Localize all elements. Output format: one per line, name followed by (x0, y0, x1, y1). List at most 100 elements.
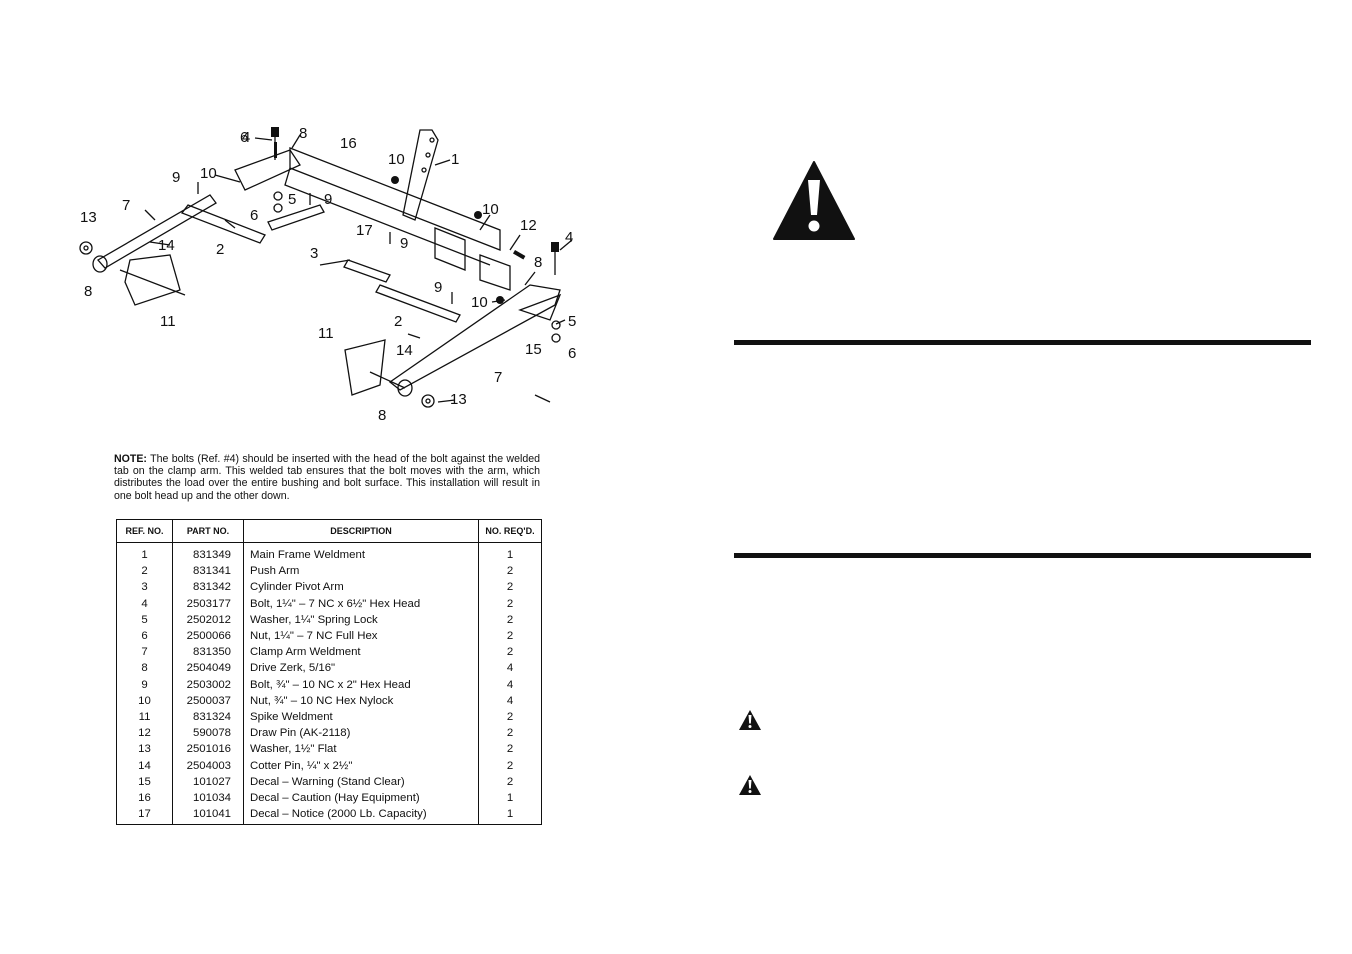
callout-label: 7 (122, 197, 130, 214)
cell-description: Draw Pin (AK-2118) (243, 725, 479, 742)
callout-label: 10 (471, 294, 488, 311)
cell-part-no: 2500066 (172, 627, 244, 645)
bolt-head-icon (551, 242, 559, 252)
cell-description: Bolt, 1¼" – 7 NC x 6½" Hex Head (243, 595, 479, 612)
cell-ref: 13 (116, 741, 173, 758)
cell-part-no: 2503002 (172, 676, 244, 693)
cell-ref: 6 (116, 627, 173, 645)
cell-description: Washer, 1¼" Spring Lock (243, 611, 479, 628)
cell-description: Main Frame Weldment (243, 542, 479, 564)
cell-qty: 4 (478, 676, 542, 693)
cell-description: Cylinder Pivot Arm (243, 579, 479, 596)
hardware-parts (271, 127, 559, 304)
callout-label: 4 (565, 229, 573, 246)
cell-qty: 1 (478, 789, 542, 806)
callout-label: 11 (318, 325, 334, 342)
callout-label: 14 (158, 237, 175, 254)
callout-label: 8 (84, 283, 92, 300)
cell-part-no: 831350 (172, 644, 244, 661)
callout-label: 9 (324, 191, 332, 208)
callout-label: 14 (396, 342, 413, 359)
cell-qty: 2 (478, 741, 542, 758)
note-label: NOTE: (114, 453, 147, 465)
cell-ref: 17 (116, 806, 173, 826)
cell-ref: 16 (116, 789, 173, 806)
cell-ref: 11 (116, 708, 173, 726)
cell-qty: 1 (478, 806, 542, 826)
callout-label: 9 (434, 279, 442, 296)
cell-part-no: 2502012 (172, 611, 244, 628)
cell-ref: 12 (116, 725, 173, 742)
callout-label: 11 (160, 313, 176, 330)
cell-part-no: 101034 (172, 789, 244, 806)
callout-label: 16 (340, 135, 357, 152)
warning-triangle-icon (739, 775, 761, 795)
cell-qty: 2 (478, 563, 542, 580)
cell-qty: 2 (478, 611, 542, 628)
callout-label: 9 (172, 169, 180, 186)
callout-label: 4 (242, 129, 250, 146)
cell-ref: 15 (116, 773, 173, 790)
callout-label: 6 (568, 345, 576, 362)
column-header-description: DESCRIPTION (243, 519, 479, 543)
parts-diagram: 6 4 8 16 10 1 9 10 7 5 9 6 13 17 9 10 12… (60, 110, 620, 430)
callout-label: 2 (216, 241, 224, 258)
cell-qty: 2 (478, 757, 542, 774)
cell-ref: 4 (116, 595, 173, 612)
cell-qty: 2 (478, 579, 542, 596)
cell-description: Nut, ¾" – 10 NC Hex Nylock (243, 692, 479, 709)
cell-ref: 3 (116, 579, 173, 596)
callout-label: 8 (378, 407, 386, 424)
bolt-head-icon (271, 127, 279, 137)
exploded-view-drawing: 6 4 8 16 10 1 9 10 7 5 9 6 13 17 9 10 12… (79, 125, 576, 424)
cell-qty: 2 (478, 595, 542, 612)
diagram-callouts: 6 4 8 16 10 1 9 10 7 5 9 6 13 17 9 10 12… (80, 125, 576, 424)
cell-part-no: 831324 (172, 708, 244, 726)
callout-label: 9 (400, 235, 408, 252)
cell-ref: 2 (116, 563, 173, 580)
cell-part-no: 101027 (172, 773, 244, 790)
cell-description: Decal – Warning (Stand Clear) (243, 773, 479, 790)
column-header-part: PART NO. (172, 519, 244, 543)
cell-ref: 5 (116, 611, 173, 628)
cell-qty: 2 (478, 644, 542, 661)
callout-label: 8 (299, 125, 307, 142)
draw-pin (513, 250, 526, 260)
parts-list-table: REF. NO. PART NO. DESCRIPTION NO. REQ'D.… (116, 519, 542, 826)
section-divider (734, 553, 1311, 558)
callout-label: 8 (534, 254, 542, 271)
cell-description: Nut, 1¼" – 7 NC Full Hex (243, 627, 479, 645)
cell-part-no: 101041 (172, 806, 244, 826)
cell-description: Spike Weldment (243, 708, 479, 726)
cell-description: Bolt, ¾" – 10 NC x 2" Hex Head (243, 676, 479, 693)
cell-description: Decal – Caution (Hay Equipment) (243, 789, 479, 806)
installation-note: NOTE: The bolts (Ref. #4) should be inse… (114, 453, 540, 502)
cell-description: Drive Zerk, 5/16" (243, 660, 479, 677)
cell-qty: 4 (478, 692, 542, 709)
cell-part-no: 2501016 (172, 741, 244, 758)
callout-label: 7 (494, 369, 502, 386)
cell-part-no: 2500037 (172, 692, 244, 709)
warning-triangle-icon (739, 710, 761, 730)
cell-qty: 2 (478, 725, 542, 742)
callout-label: 13 (80, 209, 97, 226)
cell-ref: 10 (116, 692, 173, 709)
section-divider (734, 340, 1311, 345)
column-header-qty: NO. REQ'D. (478, 519, 542, 543)
callout-label: 15 (525, 341, 542, 358)
